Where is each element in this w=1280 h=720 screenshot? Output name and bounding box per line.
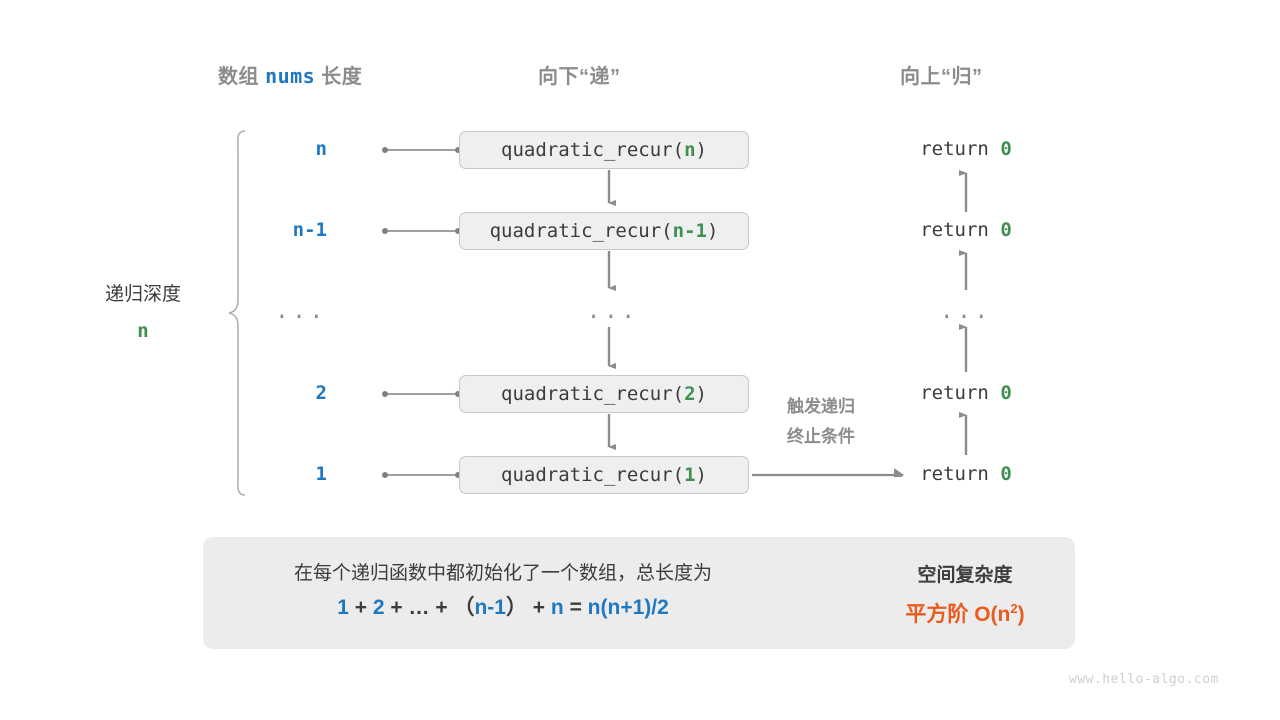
call-box-close-4: ) [695,464,707,486]
recursion-depth-label: 递归深度 n [58,277,228,350]
complexity-cn: 平方阶 [905,603,969,626]
call-box-close-0: ) [695,139,707,161]
complexity-bigo: O(n [974,603,1011,626]
terminate-note-line1: 触发递归 [787,397,855,416]
formula-term-2: 2 [372,596,385,619]
call-box-row-1[interactable]: quadratic_recur(n-1) [459,212,749,250]
size-value-row-4: 1 [315,463,327,485]
call-box-name-1: quadratic_recur( [489,220,673,242]
return-row-0: return 0 [886,138,1046,160]
space-complexity-value: 平方阶 O(n2) [845,592,1085,632]
formula-term-4: n-1 [474,596,506,619]
size-value-row-3: 2 [315,382,327,404]
call-box-arg-3: 2 [684,383,696,405]
summary-panel-left: 在每个递归函数中都初始化了一个数组，总长度为 1 + 2 + … + （n-1）… [213,558,793,626]
return-value-4: 0 [1000,463,1012,485]
size-connectors [382,147,461,478]
call-box-row-2-ellipsis: ... [587,299,639,324]
return-text-3: return [920,382,1001,404]
formula-result: n(n+1)/2 [587,596,669,619]
call-box-close-1: ) [706,220,719,242]
return-row-3: return 0 [886,382,1046,404]
formula-paren-close: ） [505,596,527,619]
call-box-name-3: quadratic_recur( [501,383,685,405]
call-box-arg-0: n [684,139,696,161]
return-row-2-ellipsis: ... [940,299,992,324]
formula-op-4: + [532,596,546,619]
size-value-row-1: n-1 [292,219,327,241]
formula-paren-open: （ [453,596,475,619]
formula-op-3: + [435,596,448,619]
size-value-row-0: n [315,138,327,160]
summary-formula: 1 + 2 + … + （n-1） + n = n(n+1)/2 [213,590,793,626]
call-box-name-0: quadratic_recur( [501,139,685,161]
return-value-0: 0 [1000,138,1012,160]
return-text-0: return [920,138,1001,160]
header-array-suffix: 长度 [321,66,363,88]
return-row-4: return 0 [886,463,1046,485]
complexity-exponent: 2 [1010,601,1018,616]
return-text-4: return [920,463,1001,485]
recursion-depth-value-row: n [58,313,228,350]
header-array-length: 数组 nums 长度 [218,60,362,89]
return-text-1: return [920,219,1001,241]
return-value-1: 0 [1000,219,1012,241]
size-value-row-2: ... [275,299,327,324]
recursion-depth-value: n [137,320,149,342]
header-array-code: nums [265,64,316,88]
formula-term-1: 1 [337,596,349,619]
formula-equals: = [569,596,582,619]
formula-term-5: n [550,596,564,619]
call-box-name-4: quadratic_recur( [501,464,685,486]
recursion-depth-brace [228,130,246,496]
call-box-row-3[interactable]: quadratic_recur(2) [459,375,749,413]
space-complexity-label: 空间复杂度 [917,565,1013,586]
call-box-row-0[interactable]: quadratic_recur(n) [459,131,749,169]
watermark: www.hello-algo.com [1069,672,1219,687]
terminate-note-line2: 终止条件 [787,427,855,446]
formula-term-3: … [408,596,430,619]
summary-panel-right: 空间复杂度 平方阶 O(n2) [845,560,1085,632]
call-box-row-4[interactable]: quadratic_recur(1) [459,456,749,494]
return-row-1: return 0 [886,219,1046,241]
header-recurse-down: 向下“递” [538,66,621,88]
header-array-prefix: 数组 [218,66,259,88]
formula-op-2: + [390,596,403,619]
recursion-depth-title: 递归深度 [104,284,181,305]
header-return-up: 向上“归” [900,66,983,88]
summary-description: 在每个递归函数中都初始化了一个数组，总长度为 [293,563,712,584]
summary-panel [203,537,1075,649]
call-box-close-3: ) [695,383,707,405]
terminate-condition-note: 触发递归 终止条件 [756,392,886,452]
return-value-3: 0 [1000,382,1012,404]
call-box-arg-1: n-1 [672,220,707,242]
complexity-close: ) [1017,603,1025,626]
call-box-arg-4: 1 [684,464,696,486]
formula-op-1: + [354,596,367,619]
